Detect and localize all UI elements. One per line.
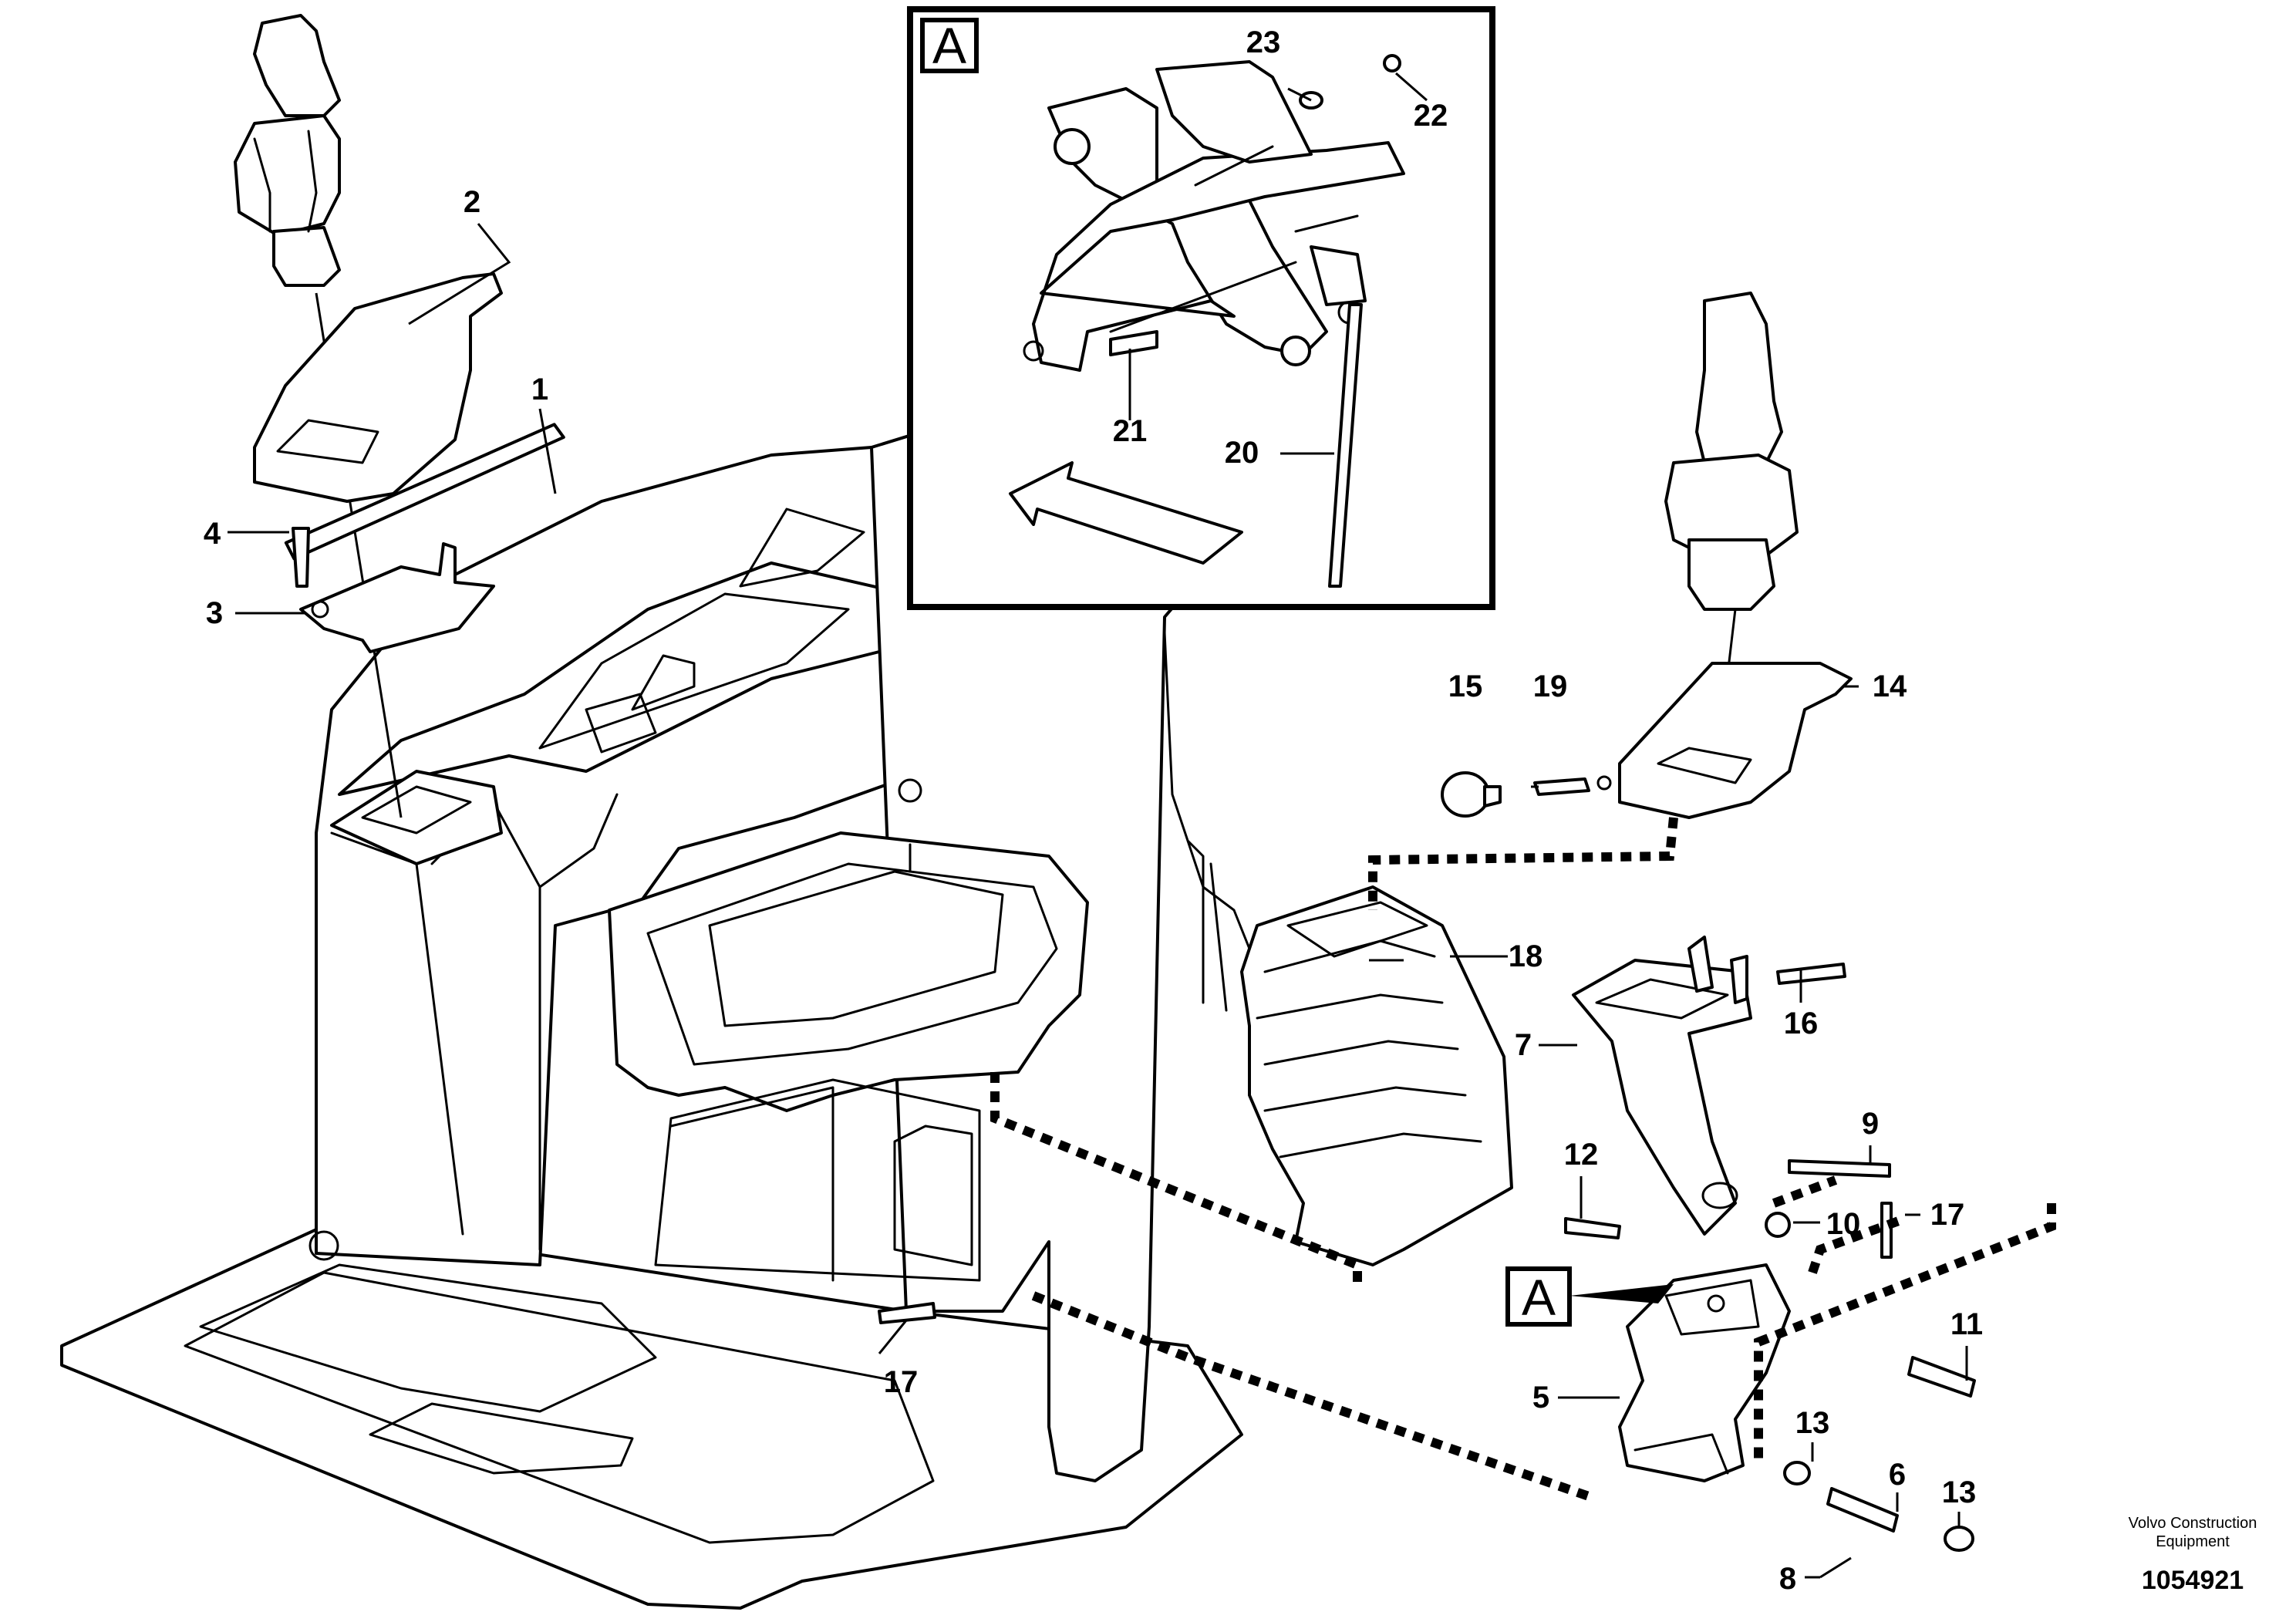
callout-15: 15	[1448, 669, 1483, 703]
callout-19: 19	[1533, 669, 1568, 703]
knob-and-screw	[1441, 771, 1612, 818]
callout-14: 14	[1873, 669, 1907, 703]
callout-4: 4	[204, 517, 221, 551]
callout-9: 9	[1862, 1107, 1879, 1141]
lower-bracket-5	[1618, 1263, 1791, 1482]
operator-console-frame	[60, 330, 1428, 1610]
bellows-boot	[1240, 885, 1513, 1266]
callout-17b: 17	[884, 1365, 919, 1399]
drawing-number: 1054921	[2142, 1566, 2244, 1595]
callout-3: 3	[206, 596, 223, 630]
hardware-parts	[878, 963, 1976, 1579]
callout-18: 18	[1509, 939, 1543, 973]
right-joystick-assembly	[1664, 292, 1799, 741]
callout-21: 21	[1113, 414, 1148, 448]
right-joystick-cover	[1618, 662, 1853, 819]
callout-6: 6	[1889, 1458, 1906, 1492]
callout-23: 23	[1246, 25, 1281, 59]
brand-line-2: Equipment	[2156, 1533, 2230, 1550]
callout-22: 22	[1414, 99, 1448, 133]
callout-13b: 13	[1942, 1475, 1977, 1509]
left-mounting-bracket	[284, 423, 565, 653]
callout-8: 8	[1779, 1562, 1796, 1596]
detail-a-label: A	[932, 17, 966, 74]
callout-10: 10	[1826, 1207, 1861, 1241]
brand-line-1: Volvo Construction	[2129, 1515, 2257, 1532]
callout-7: 7	[1515, 1028, 1532, 1062]
left-joystick-assembly	[234, 14, 403, 818]
callout-11: 11	[1950, 1307, 1983, 1341]
detail-a-ref-label: A	[1522, 1269, 1556, 1326]
title-block: Volvo Construction Equipment 1054921	[2129, 1515, 2257, 1595]
detail-a-reference: A	[1505, 1266, 1674, 1327]
left-joystick-cover	[253, 272, 503, 503]
callout-2: 2	[464, 185, 480, 219]
lower-bracket-7	[1572, 936, 1752, 1236]
callout-20: 20	[1225, 436, 1259, 470]
leader-lines	[228, 223, 1968, 1579]
detail-view-a: A	[907, 6, 1495, 610]
callout-1: 1	[531, 373, 548, 406]
callout-13a: 13	[1795, 1406, 1830, 1440]
dashed-cable-routes	[990, 817, 2056, 1501]
callout-12: 12	[1564, 1138, 1599, 1172]
callout-labels: 1 2 3 4 5 6 7 8 9 10 11 12 13 13 14 15 1…	[204, 25, 1983, 1596]
callout-5: 5	[1532, 1381, 1549, 1415]
callout-16: 16	[1784, 1007, 1819, 1040]
callout-17a: 17	[1930, 1198, 1965, 1232]
